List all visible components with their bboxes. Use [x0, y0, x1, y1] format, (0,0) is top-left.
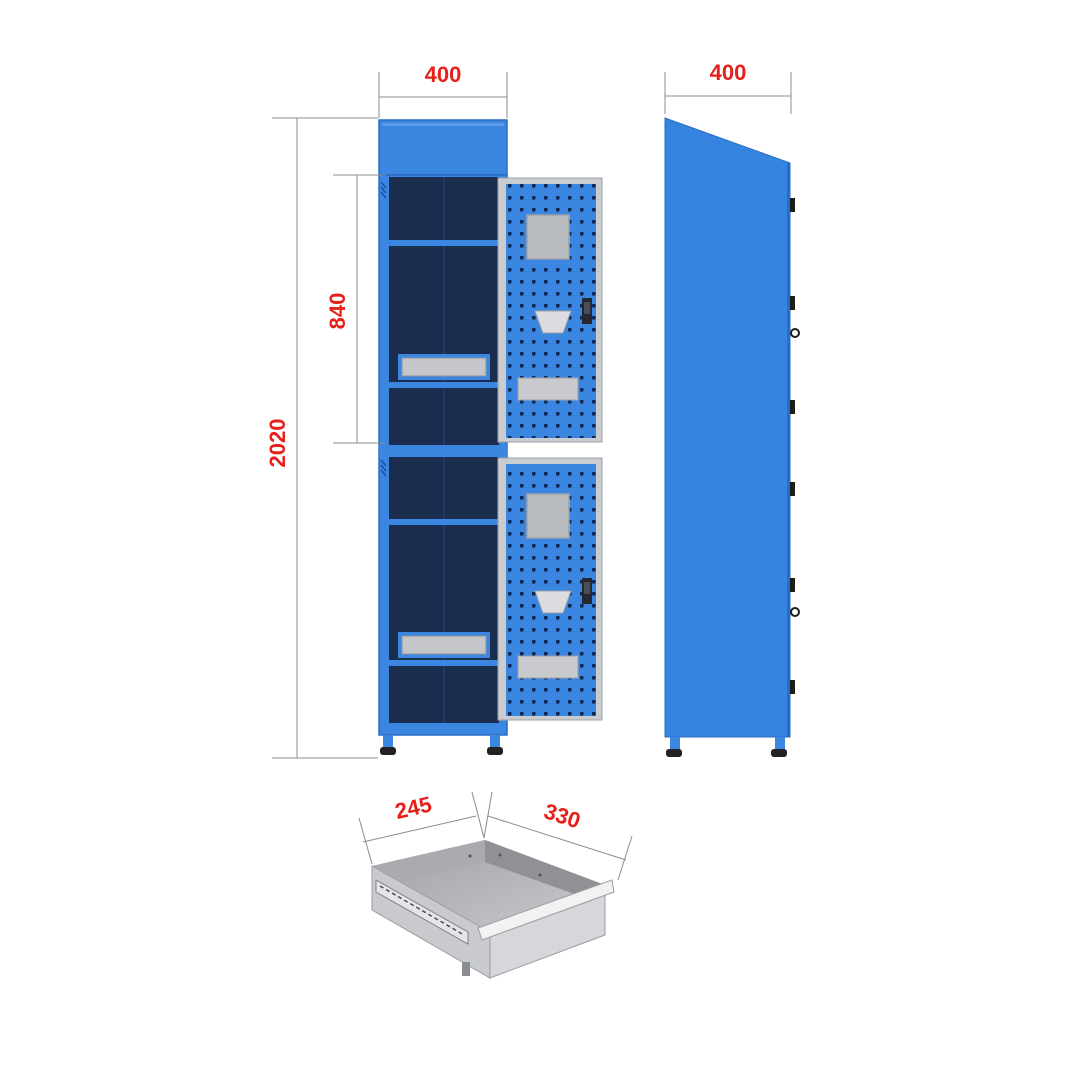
- upper-door-open[interactable]: [497, 177, 603, 443]
- dim-compartment-height: 840: [325, 174, 386, 444]
- dim-total-height: 2020: [265, 117, 378, 759]
- front-view-cabinet: [378, 119, 603, 755]
- dim-compartment-height-label: 840: [325, 293, 350, 330]
- dim-side-depth-label: 400: [710, 60, 747, 85]
- lower-shelf: [389, 519, 499, 525]
- upper-door-bin-panel: [526, 214, 570, 260]
- dim-side-depth: 400: [664, 60, 792, 114]
- vent-slots: [380, 181, 387, 477]
- drawer-slide-rail: [375, 879, 469, 945]
- dim-front-width-label: 400: [425, 62, 462, 87]
- lower-door-tray: [517, 655, 579, 679]
- side-view-cabinet: [664, 117, 800, 757]
- dim-front-width: 400: [378, 62, 508, 118]
- upper-shelf: [389, 240, 499, 246]
- leveling-feet: [380, 735, 503, 755]
- lower-door-bin-panel: [526, 493, 570, 539]
- dim-drawer-width-label: 245: [393, 791, 434, 824]
- upper-door-tray: [517, 377, 579, 401]
- side-lock-upper: [790, 328, 800, 338]
- side-feet: [666, 737, 787, 757]
- drawer-handle[interactable]: [477, 879, 615, 941]
- upper-door-holder: [534, 310, 572, 334]
- dim-drawer-depth-label: 330: [541, 798, 584, 833]
- cabinet-top-panel: [378, 119, 508, 176]
- side-hinges: [790, 198, 795, 694]
- dim-total-height-label: 2020: [265, 419, 290, 468]
- lower-door-open[interactable]: [497, 457, 603, 721]
- lower-door-holder: [534, 590, 572, 614]
- side-lock-lower: [790, 607, 800, 617]
- side-panel: [664, 117, 791, 738]
- drawer-isometric: [371, 840, 615, 979]
